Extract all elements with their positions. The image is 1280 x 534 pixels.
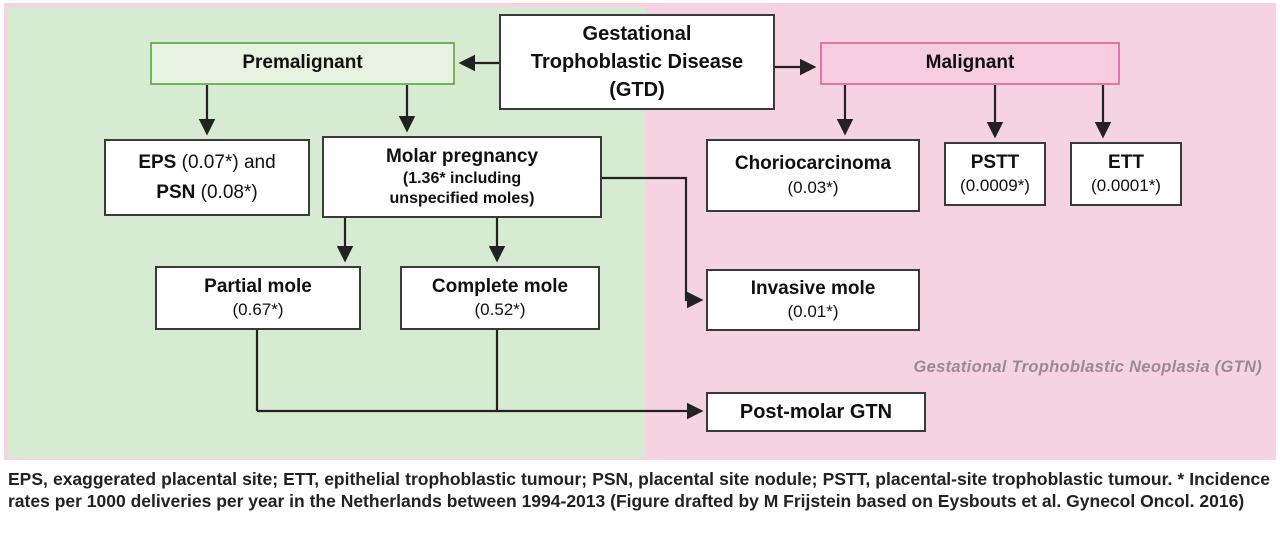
connector-layer bbox=[198, 54, 1112, 420]
pstt-title: PSTT bbox=[970, 151, 1020, 173]
partial-sub: (0.67*) bbox=[232, 300, 284, 320]
gtd-line1: Gestational bbox=[582, 23, 692, 45]
node-malignant: Malignant bbox=[820, 42, 1120, 85]
node-partial-mole: Partial mole (0.67*) bbox=[155, 266, 361, 330]
eps-line2: PSN (0.08*) bbox=[156, 181, 258, 203]
node-ett: ETT (0.0001*) bbox=[1070, 142, 1182, 206]
choriocarcinoma-title: Choriocarcinoma bbox=[734, 153, 892, 175]
molar-title: Molar pregnancy bbox=[385, 145, 539, 167]
pstt-sub: (0.0009*) bbox=[960, 176, 1030, 196]
node-premalignant: Premalignant bbox=[150, 42, 455, 85]
node-eps-psn: EPS (0.07*) and PSN (0.08*) bbox=[104, 139, 310, 216]
node-invasive-mole: Invasive mole (0.01*) bbox=[706, 269, 920, 331]
node-complete-mole: Complete mole (0.52*) bbox=[400, 266, 600, 330]
invasive-title: Invasive mole bbox=[750, 277, 876, 299]
ett-title: ETT bbox=[1108, 151, 1144, 173]
complete-sub: (0.52*) bbox=[474, 300, 526, 320]
malignant-label: Malignant bbox=[925, 52, 1015, 74]
premalignant-label: Premalignant bbox=[242, 52, 363, 74]
postmolar-label: Post-molar GTN bbox=[739, 401, 893, 423]
molar-sub2: unspecified moles) bbox=[389, 190, 535, 208]
arrow-molar-to-invasive bbox=[602, 176, 704, 309]
invasive-sub: (0.01*) bbox=[787, 302, 839, 322]
gtd-line3: (GTD) bbox=[609, 79, 665, 101]
node-pstt: PSTT (0.0009*) bbox=[944, 142, 1046, 206]
ett-sub: (0.0001*) bbox=[1091, 176, 1161, 196]
eps-line1: EPS (0.07*) and bbox=[138, 152, 276, 174]
choriocarcinoma-sub: (0.03*) bbox=[787, 177, 839, 197]
molar-sub1: (1.36* including bbox=[402, 170, 522, 188]
abbreviations-footnote: EPS, exaggerated placental site; ETT, ep… bbox=[8, 469, 1270, 512]
complete-title: Complete mole bbox=[431, 275, 569, 297]
node-molar-pregnancy: Molar pregnancy (1.36* including unspeci… bbox=[322, 136, 602, 218]
node-choriocarcinoma: Choriocarcinoma (0.03*) bbox=[706, 139, 920, 212]
node-post-molar-gtn: Post-molar GTN bbox=[706, 392, 926, 432]
node-gtd: Gestational Trophoblastic Disease (GTD) bbox=[499, 14, 775, 110]
partial-title: Partial mole bbox=[204, 275, 312, 297]
gtn-region-caption: Gestational Trophoblastic Neoplasia (GTN… bbox=[913, 358, 1262, 376]
gtd-line2: Trophoblastic Disease bbox=[530, 51, 744, 73]
diagram-area: Gestational Trophoblastic Disease (GTD) … bbox=[4, 3, 1276, 460]
